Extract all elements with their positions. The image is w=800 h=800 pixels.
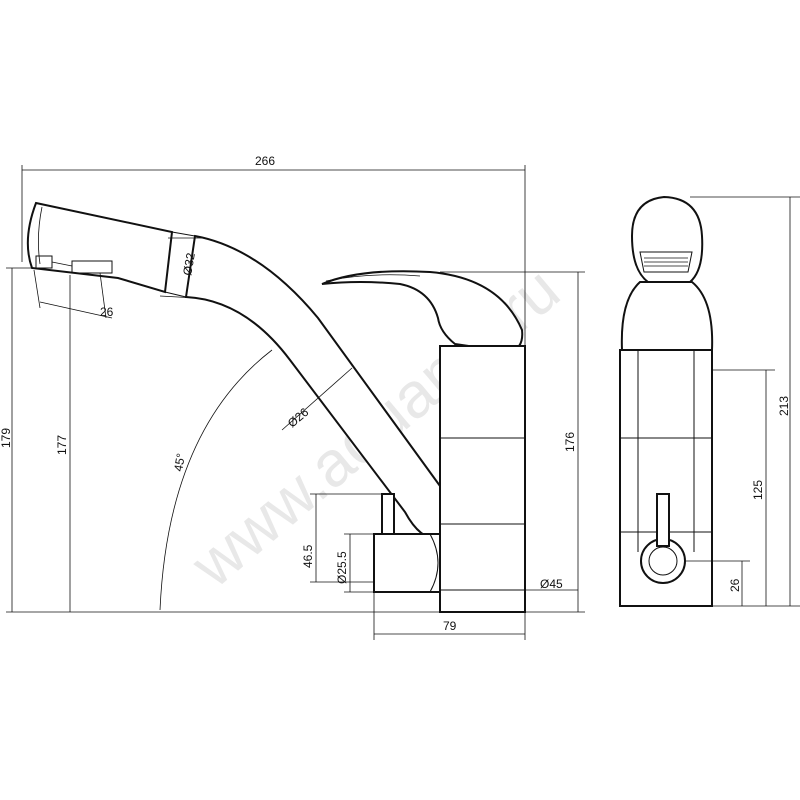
dim-height-left-inner: 177 [55,435,69,455]
side-handle [630,195,704,283]
dim-spout-tube-diameter: Ø26 [285,405,312,431]
dim-height-left-outer: 179 [0,428,13,448]
faucet-body [439,345,526,613]
side-view [619,195,714,607]
side-neck [620,281,714,351]
spout-head [26,201,174,294]
dim-overall-length: 266 [255,154,275,168]
dim-side-valve-axis: 26 [728,578,742,592]
dim-body-height: 176 [563,432,577,452]
side-valve-knob [656,493,670,547]
side-valve-lever [381,493,395,535]
front-view [26,201,526,613]
side-dimensions: 213 125 26 [686,196,800,607]
dim-outlet-offset: 26 [100,305,114,319]
dim-base-to-valve: 79 [443,619,457,633]
dim-total-height: 213 [777,396,791,416]
dim-angle: 45° [171,452,188,472]
side-valve [373,533,441,593]
dim-lever-offset: 46.5 [301,544,315,568]
dim-side-valve-diameter: Ø25.5 [335,551,349,584]
dim-side-valve-height: 125 [751,480,765,500]
front-dimensions: 266 Ø32 26 179 177 Ø26 45° 46.5 [0,154,585,640]
dim-base-diameter: Ø45 [540,577,563,591]
dim-spout-diameter: Ø32 [180,251,198,276]
